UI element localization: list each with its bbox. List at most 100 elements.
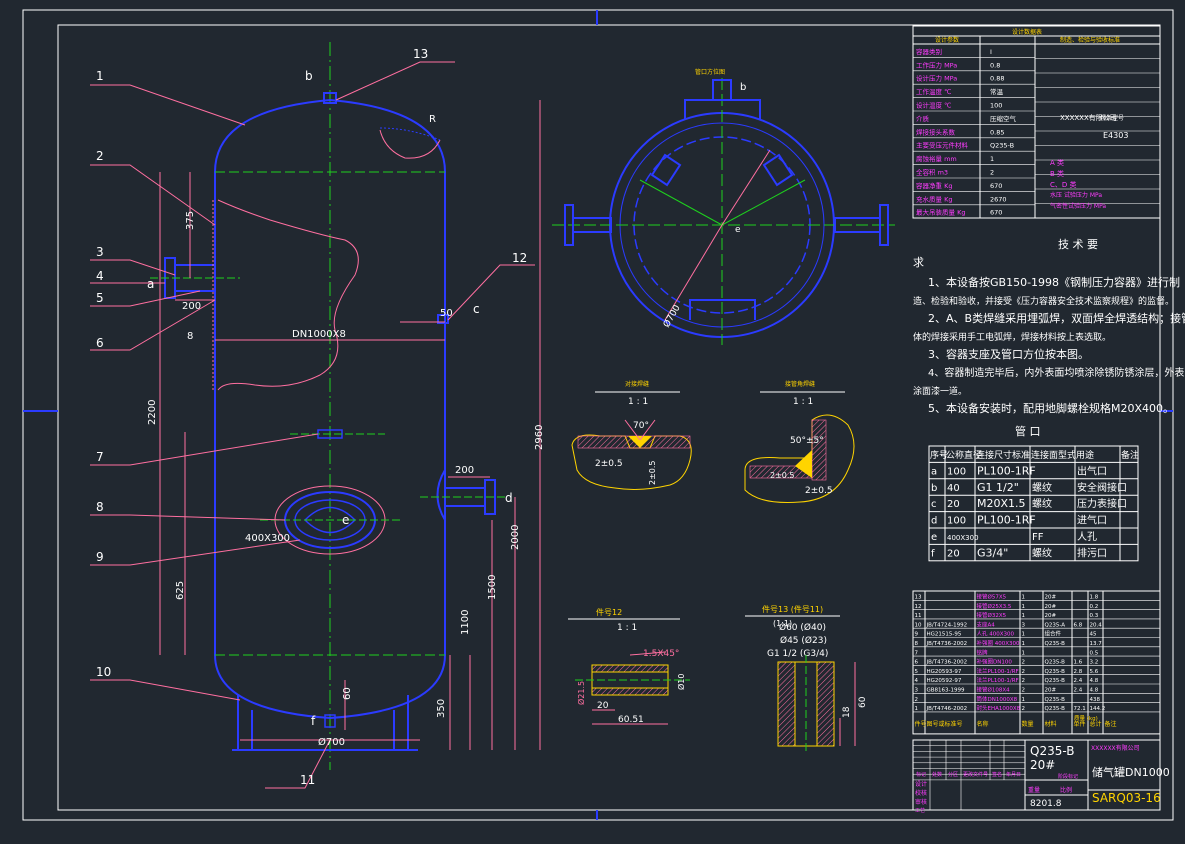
dim-375: 375 (185, 211, 196, 230)
spec-row-value: 2 (990, 169, 994, 177)
bom-cell: 人孔 400X300 (977, 630, 1015, 638)
bom-header: 材料 (1045, 720, 1057, 728)
tech-req-line-4: 体的焊接采用手工电弧焊，焊接材料按上表选取。 (913, 331, 1111, 343)
nozzle-table-title: 管 口 (1015, 424, 1041, 438)
spec-row-label: 充水质量 Kg (916, 194, 952, 203)
test-row-b: B 类 (1050, 169, 1064, 178)
bom-cell: 组合件 (1045, 630, 1062, 638)
bom-cell: 补强圈 400X300 (977, 639, 1021, 647)
spec-row-label: 腐蚀裕量 mm (916, 154, 957, 163)
title-col-count: 处数 (932, 771, 942, 778)
title-block: Q235-B 20# XXXXXX有限公司 储气罐DN1000 SARQ03-1… (912, 739, 1170, 814)
spec-row-value: 0.85 (990, 128, 1004, 136)
nozzle-cell: 20 (947, 548, 960, 559)
bom-cell: 11 (915, 613, 922, 619)
nozzle-label-e: e (342, 513, 349, 527)
bom-cell: 1.6 (1074, 660, 1083, 666)
bom-cell: 1 (1022, 650, 1026, 656)
title-drawing-name: 储气罐DN1000 (1092, 765, 1170, 779)
weld-detail-1: 对接焊缝 1 : 1 70° 2±0.5 2±0.5 (571, 380, 692, 490)
bom-cell: 2 (1022, 660, 1026, 666)
title-stage-label: 阶段标记 (1058, 773, 1078, 780)
title-material-2: 20# (1030, 758, 1055, 772)
bom-header: 数量 (1022, 720, 1034, 728)
part12-title: 件号12 (596, 607, 622, 617)
title-role-process: 工艺 (915, 808, 925, 814)
weld1-angle: 70° (633, 421, 649, 431)
spec-row-value: 0.88 (990, 75, 1004, 83)
weld2-title: 接管角焊缝 (785, 380, 815, 388)
spec-row-label: 工作温度 ℃ (916, 87, 951, 96)
bom-mass-label: 质量 (kg) (1074, 714, 1098, 722)
part-numbers: 1 2 3 4 5 6 7 8 9 10 11 12 13 b a c d e … (96, 47, 527, 787)
bom-cell: Q235-B (1045, 678, 1066, 684)
bom-cell: JB/T4724-1992 (926, 622, 968, 628)
bom-cell: 支座A4 (977, 620, 996, 628)
test-pressure-2: 气密性试验压力 MPa (1050, 202, 1106, 210)
bom-cell: 接管Ø108X4 (977, 686, 1011, 694)
bom-cell: Q235-B (1045, 669, 1066, 675)
spec-electrode-label: 焊条型号 (1100, 114, 1124, 122)
bom-cell: 20# (1045, 604, 1057, 610)
spec-row-value: Q235-B (990, 142, 1014, 150)
title-weight-label: 重量 (1028, 786, 1040, 794)
nozzle-cell: b (931, 483, 937, 494)
part-number-13: 13 (413, 47, 428, 61)
weld2-dim2: 2±0.5 (805, 486, 833, 496)
weld-detail-2: 接管角焊缝 1 : 1 50°±5° 2±0.5 2±0.5 (744, 380, 855, 503)
dim-8: 8 (187, 331, 193, 342)
part-number-8: 8 (96, 500, 104, 514)
bom-cell: 接管Ø57X5 (977, 593, 1007, 601)
part-number-5: 5 (96, 291, 104, 305)
part13-d2: Ø45 (Ø23) (780, 635, 827, 646)
spec-row-value: 1 (990, 155, 994, 163)
nozzle-cell: a (931, 466, 937, 477)
spec-row-label: 容器类别 (916, 47, 942, 56)
nozzle-grid (928, 445, 1139, 562)
tech-req-line-1: 1、本设备按GB150-1998《钢制压力容器》进行制 (928, 275, 1180, 289)
nozzle-label-b: b (305, 69, 313, 83)
part-number-7: 7 (96, 450, 104, 464)
dim-1500: 1500 (487, 575, 498, 600)
spec-row-value: 2670 (990, 195, 1007, 203)
nozzle-cell: f (931, 548, 935, 559)
dim-2960: 2960 (534, 425, 545, 450)
bom-header: 图号或标准号 (927, 720, 963, 728)
bom-cell: 4.8 (1090, 678, 1099, 684)
part-number-3: 3 (96, 245, 104, 259)
tech-req-line-3: 2、A、B类焊缝采用埋弧焊，双面焊全焊透结构；接管与筒 (928, 311, 1185, 325)
title-role-check: 校核 (915, 789, 927, 797)
title-col-date: 年月日 (1006, 771, 1021, 778)
nozzle-cell: G1 1/2" (977, 481, 1019, 494)
spec-row-value: 0.8 (990, 61, 1000, 69)
part-number-6: 6 (96, 336, 104, 350)
tech-req-line-8: 5、本设备安装时，配用地脚螺栓规格M20X400。 (928, 401, 1174, 415)
main-dimension-text: 375 200 8 50 DN1000X8 2200 200 2960 2000… (147, 114, 545, 748)
nozzle-cell: 出气口 (1077, 464, 1107, 477)
bom-header: 单件 (1074, 720, 1086, 728)
title-weight: 8201.8 (1030, 799, 1062, 809)
tech-req-line-6: 4、容器制造完毕后，内外表面均喷涂除锈防锈涂层，外表面喷 (928, 366, 1185, 379)
bom-cell: 补强圈DN100 (977, 658, 1013, 666)
title-company: XXXXXX有限公司 (1091, 744, 1140, 752)
bom-cell: 7 (915, 650, 919, 656)
part13-title: 件号13 (件号11) (762, 604, 823, 614)
bom-cell: HG20592-97 (927, 678, 962, 684)
bom-cell: 10 (915, 622, 922, 628)
bom-cell: 接管Ø25X3.5 (977, 602, 1012, 610)
title-role-review: 审核 (915, 798, 927, 806)
nozzle-cell: 400X300 (947, 534, 979, 542)
bom-cell: 438 (1090, 697, 1101, 703)
spec-row-value: 压缩空气 (990, 114, 1017, 123)
dim-625: 625 (175, 581, 186, 600)
bom-cell: 4.8 (1090, 688, 1099, 694)
bom-cell: 2.4 (1074, 678, 1083, 684)
bom-header: 名称 (977, 720, 989, 728)
bom-cell: Q235-B (1045, 660, 1066, 666)
part-number-4: 4 (96, 269, 104, 283)
plan-label-e: e (735, 225, 741, 235)
nozzle-label-a: a (147, 277, 154, 291)
bom-cell: 1 (1022, 632, 1026, 638)
bom-cell: 2 (1022, 706, 1026, 712)
